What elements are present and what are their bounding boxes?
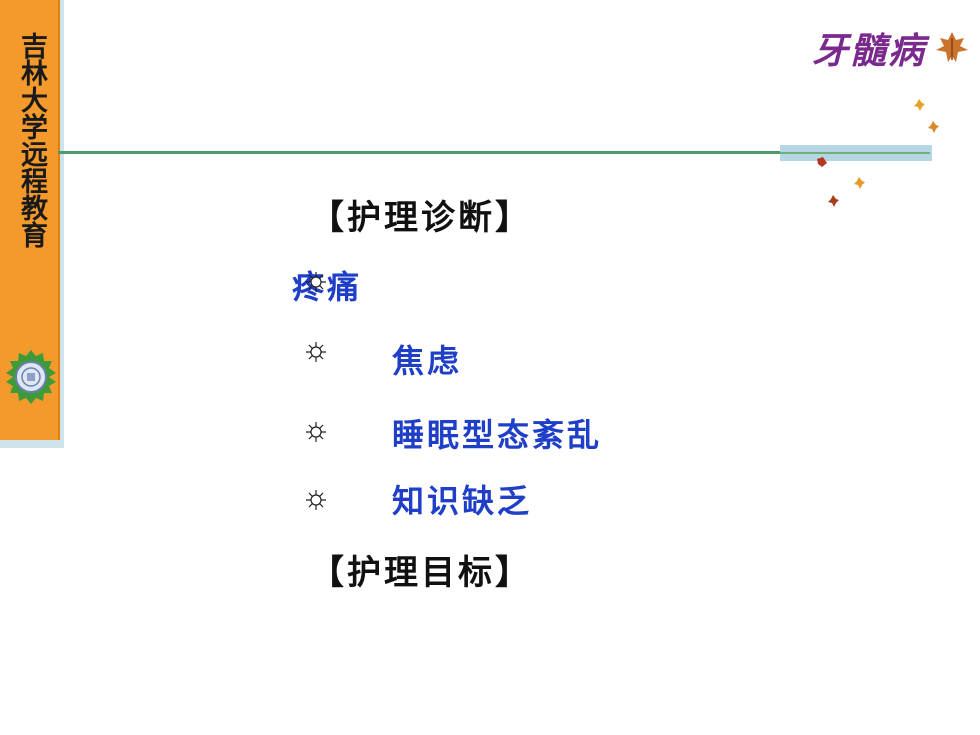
sidebar: 吉林大学远程教育 — [0, 0, 60, 440]
header-rule — [58, 151, 783, 154]
list-item-knowledge-deficit: 知识缺乏 — [392, 482, 533, 520]
sidebar-title: 吉林大学远程教育 — [16, 32, 47, 248]
course-title: 牙髓病 — [812, 30, 927, 72]
leaf-icon — [914, 99, 925, 111]
header-accent-line — [780, 152, 930, 154]
leaf-icon — [928, 121, 939, 133]
leaf-icon — [828, 195, 839, 207]
sun-star-icon — [306, 272, 326, 292]
list-item-pain: 疼痛 — [292, 268, 363, 306]
heading-nursing-diagnosis: 【护理诊断】 — [310, 198, 532, 238]
sun-star-icon — [306, 422, 326, 442]
sun-star-icon — [306, 342, 326, 362]
heading-nursing-goal: 【护理目标】 — [310, 553, 532, 593]
list-item-anxiety: 焦虑 — [392, 342, 463, 380]
list-item-sleep-disorder: 睡眠型态紊乱 — [392, 416, 603, 454]
maple-leaf-icon — [936, 32, 968, 62]
leaf-icon — [854, 177, 865, 189]
sun-star-icon — [306, 490, 326, 510]
leaf-icon — [817, 157, 827, 167]
university-seal-icon — [6, 350, 56, 404]
